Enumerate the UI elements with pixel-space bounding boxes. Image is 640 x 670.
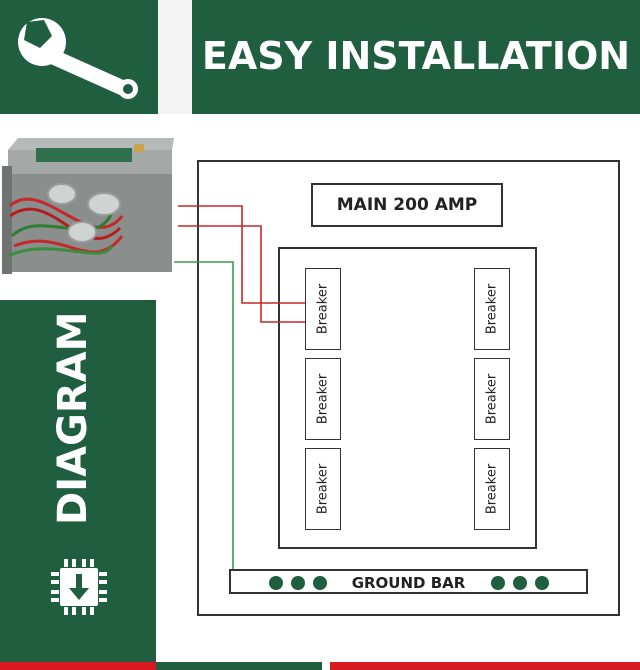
breaker-label: Breaker	[315, 373, 331, 425]
breaker-right-1: Breaker	[474, 268, 510, 350]
bottom-accent-green	[156, 662, 322, 670]
breaker-label: Breaker	[484, 283, 500, 335]
page-title: EASY INSTALLATION	[201, 34, 631, 78]
breaker-right-2: Breaker	[474, 358, 510, 440]
breaker-label: Breaker	[315, 463, 331, 515]
ground-terminal-dot	[291, 576, 305, 590]
header-bar: EASY INSTALLATION	[192, 0, 640, 114]
ground-terminal-dot	[491, 576, 505, 590]
ground-bar-label: GROUND BAR	[351, 574, 466, 592]
side-title: DIAGRAM	[50, 311, 96, 525]
main-breaker-label: MAIN 200 AMP	[311, 183, 503, 227]
installation-icon-tile	[0, 0, 158, 114]
bottom-accent-red-left	[0, 662, 156, 670]
chip-download-icon	[51, 559, 107, 615]
breaker-left-2: Breaker	[305, 358, 341, 440]
wrench-icon	[18, 18, 138, 99]
breaker-label: Breaker	[484, 373, 500, 425]
breaker-label: Breaker	[315, 283, 331, 335]
breaker-right-3: Breaker	[474, 448, 510, 530]
breaker-left-1: Breaker	[305, 268, 341, 350]
ground-terminal-dot	[269, 576, 283, 590]
side-bar	[0, 300, 156, 670]
ground-terminal-dot	[313, 576, 327, 590]
breaker-label: Breaker	[484, 463, 500, 515]
ground-bar: GROUND BAR	[229, 569, 588, 594]
bottom-accent-red-right	[330, 662, 640, 670]
breaker-left-3: Breaker	[305, 448, 341, 530]
transfer-switch-box-image	[2, 138, 174, 274]
ground-terminal-dot	[535, 576, 549, 590]
ground-terminal-dot	[513, 576, 527, 590]
